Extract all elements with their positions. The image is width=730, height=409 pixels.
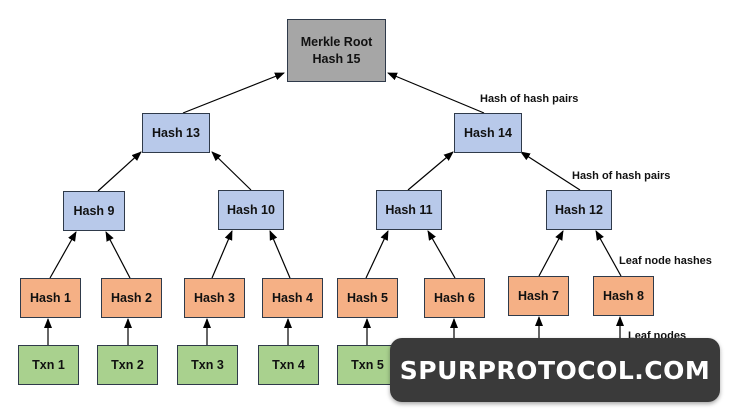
hash-node-14: Hash 14 bbox=[454, 113, 522, 153]
leaf-hash-node-2: Hash 2 bbox=[101, 278, 162, 318]
hash-node-13: Hash 13 bbox=[142, 113, 210, 153]
hash-node-9: Hash 9 bbox=[63, 191, 125, 231]
txn-node-1: Txn 1 bbox=[18, 345, 79, 385]
arrow-13-to-root bbox=[182, 72, 285, 114]
arrow-3-to-10 bbox=[211, 230, 233, 279]
arrow-8-to-12 bbox=[595, 230, 622, 277]
merkle-root-hash: Hash 15 bbox=[312, 51, 361, 66]
leaf-hash-node-4: Hash 4 bbox=[262, 278, 323, 318]
arrow-11-to-14 bbox=[407, 151, 454, 191]
annotation-mid-pairs: Hash of hash pairs bbox=[572, 170, 671, 182]
leaf-hash-node-5: Hash 5 bbox=[337, 278, 398, 318]
arrow-9-to-13 bbox=[97, 151, 142, 192]
leaf-hash-node-1: Hash 1 bbox=[20, 278, 81, 318]
arrow-6-to-11 bbox=[427, 230, 456, 279]
merkle-root-node: Merkle Root Hash 15 bbox=[287, 19, 386, 82]
arrow-4-to-10 bbox=[269, 230, 291, 279]
arrow-10-to-13 bbox=[211, 151, 252, 191]
arrow-1-to-9 bbox=[49, 231, 77, 279]
arrow-12-to-14 bbox=[520, 151, 581, 191]
leaf-hash-node-3: Hash 3 bbox=[184, 278, 245, 318]
watermark-banner: SPURPROTOCOL.COM bbox=[390, 338, 720, 402]
annotation-leaf-hashes: Leaf node hashes bbox=[619, 255, 712, 267]
arrow-7-to-12 bbox=[538, 230, 564, 277]
merkle-root-title: Merkle Root bbox=[300, 34, 373, 49]
leaf-hash-node-6: Hash 6 bbox=[424, 278, 485, 318]
hash-node-12: Hash 12 bbox=[546, 190, 612, 230]
hash-node-10: Hash 10 bbox=[218, 190, 284, 230]
arrow-2-to-9 bbox=[105, 231, 131, 279]
arrow-5-to-11 bbox=[365, 230, 389, 279]
txn-node-4: Txn 4 bbox=[258, 345, 319, 385]
leaf-hash-node-8: Hash 8 bbox=[593, 276, 654, 316]
hash-node-11: Hash 11 bbox=[376, 190, 442, 230]
txn-node-2: Txn 2 bbox=[97, 345, 158, 385]
txn-node-5: Txn 5 bbox=[337, 345, 398, 385]
annotation-root-pairs: Hash of hash pairs bbox=[480, 93, 579, 105]
txn-node-3: Txn 3 bbox=[177, 345, 238, 385]
arrow-14-to-root bbox=[387, 72, 485, 114]
leaf-hash-node-7: Hash 7 bbox=[508, 276, 569, 316]
watermark-text: SPURPROTOCOL.COM bbox=[399, 355, 711, 385]
